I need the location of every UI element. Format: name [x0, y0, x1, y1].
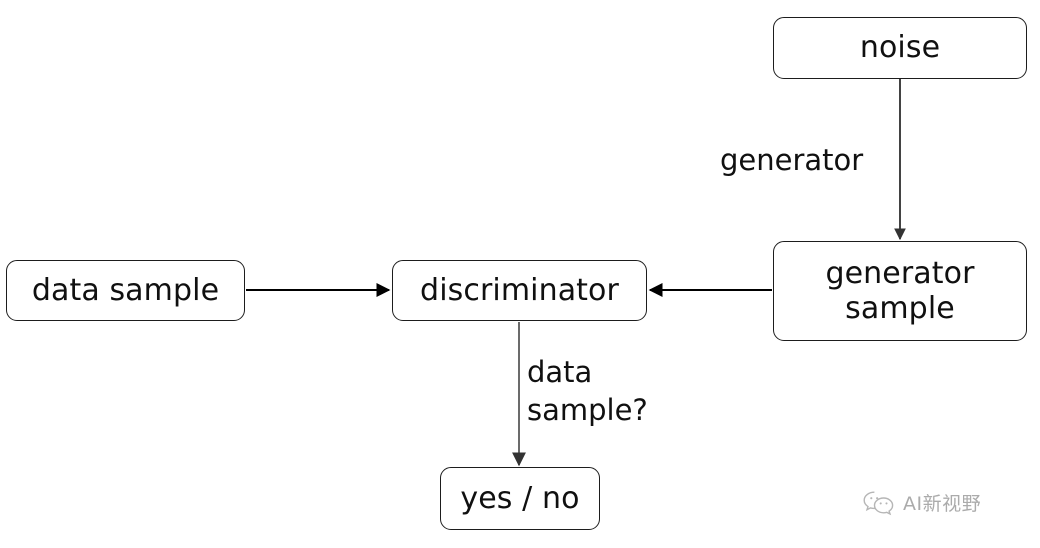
node-data-sample[interactable]: data sample: [6, 260, 245, 321]
node-yes-no[interactable]: yes / no: [440, 467, 600, 530]
watermark: AI新视野: [862, 489, 981, 516]
node-noise[interactable]: noise: [773, 17, 1027, 79]
watermark-text: AI新视野: [903, 493, 982, 515]
node-discriminator[interactable]: discriminator: [392, 260, 647, 321]
wechat-bubbles-icon: [863, 491, 894, 515]
edge-label-generator: generator: [720, 143, 864, 177]
node-generator-sample[interactable]: generator sample: [773, 241, 1027, 341]
edge-label-data-sample-question: data sample?: [527, 355, 648, 428]
